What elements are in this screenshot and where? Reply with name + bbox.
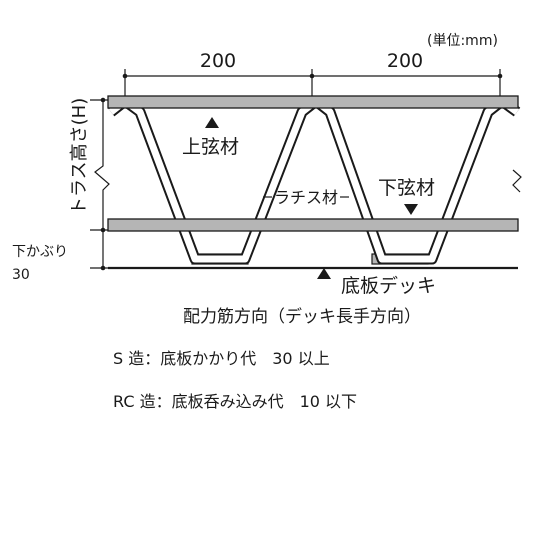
height-dot-top — [100, 97, 106, 103]
truss-height-label: トラス高さ(H) — [69, 98, 90, 215]
top-chord-arrow — [205, 117, 219, 128]
note-rc-structure: RC 造：底板呑み込み代 10 以下 — [113, 392, 358, 411]
bottom-chord-label: 下弦材 — [378, 177, 435, 199]
dimension-dot-center — [309, 73, 315, 79]
break-mark — [512, 169, 522, 193]
truss-height-dimension — [90, 99, 114, 269]
deck-arrow — [317, 268, 331, 279]
unit-label: (単位:mm) — [427, 33, 498, 49]
lattice-label: ラチス材 — [274, 188, 338, 207]
direction-label: 配力筋方向（デッキ長手方向） — [183, 306, 421, 327]
top-chord-label: 上弦材 — [182, 136, 239, 158]
lower-cover-value: 30 — [12, 267, 30, 283]
lower-chord-bar — [107, 218, 519, 232]
deck-label: 底板デッキ — [341, 275, 436, 297]
top-chord-bar — [107, 95, 519, 109]
note-s-structure: S 造：底板かかり代 30 以上 — [113, 349, 330, 368]
height-dot-bottom — [100, 265, 106, 271]
pitch-dimension — [124, 69, 501, 100]
lattice-bar — [107, 95, 521, 265]
dimension-dot-right — [497, 73, 503, 79]
lower-cover-label: 下かぶり — [12, 244, 68, 260]
pitch-left-value: 200 — [200, 50, 236, 72]
bottom-chord-arrow — [404, 204, 418, 215]
dimension-dot-left — [122, 73, 128, 79]
pitch-right-value: 200 — [387, 50, 423, 72]
height-dot-mid — [100, 227, 106, 233]
